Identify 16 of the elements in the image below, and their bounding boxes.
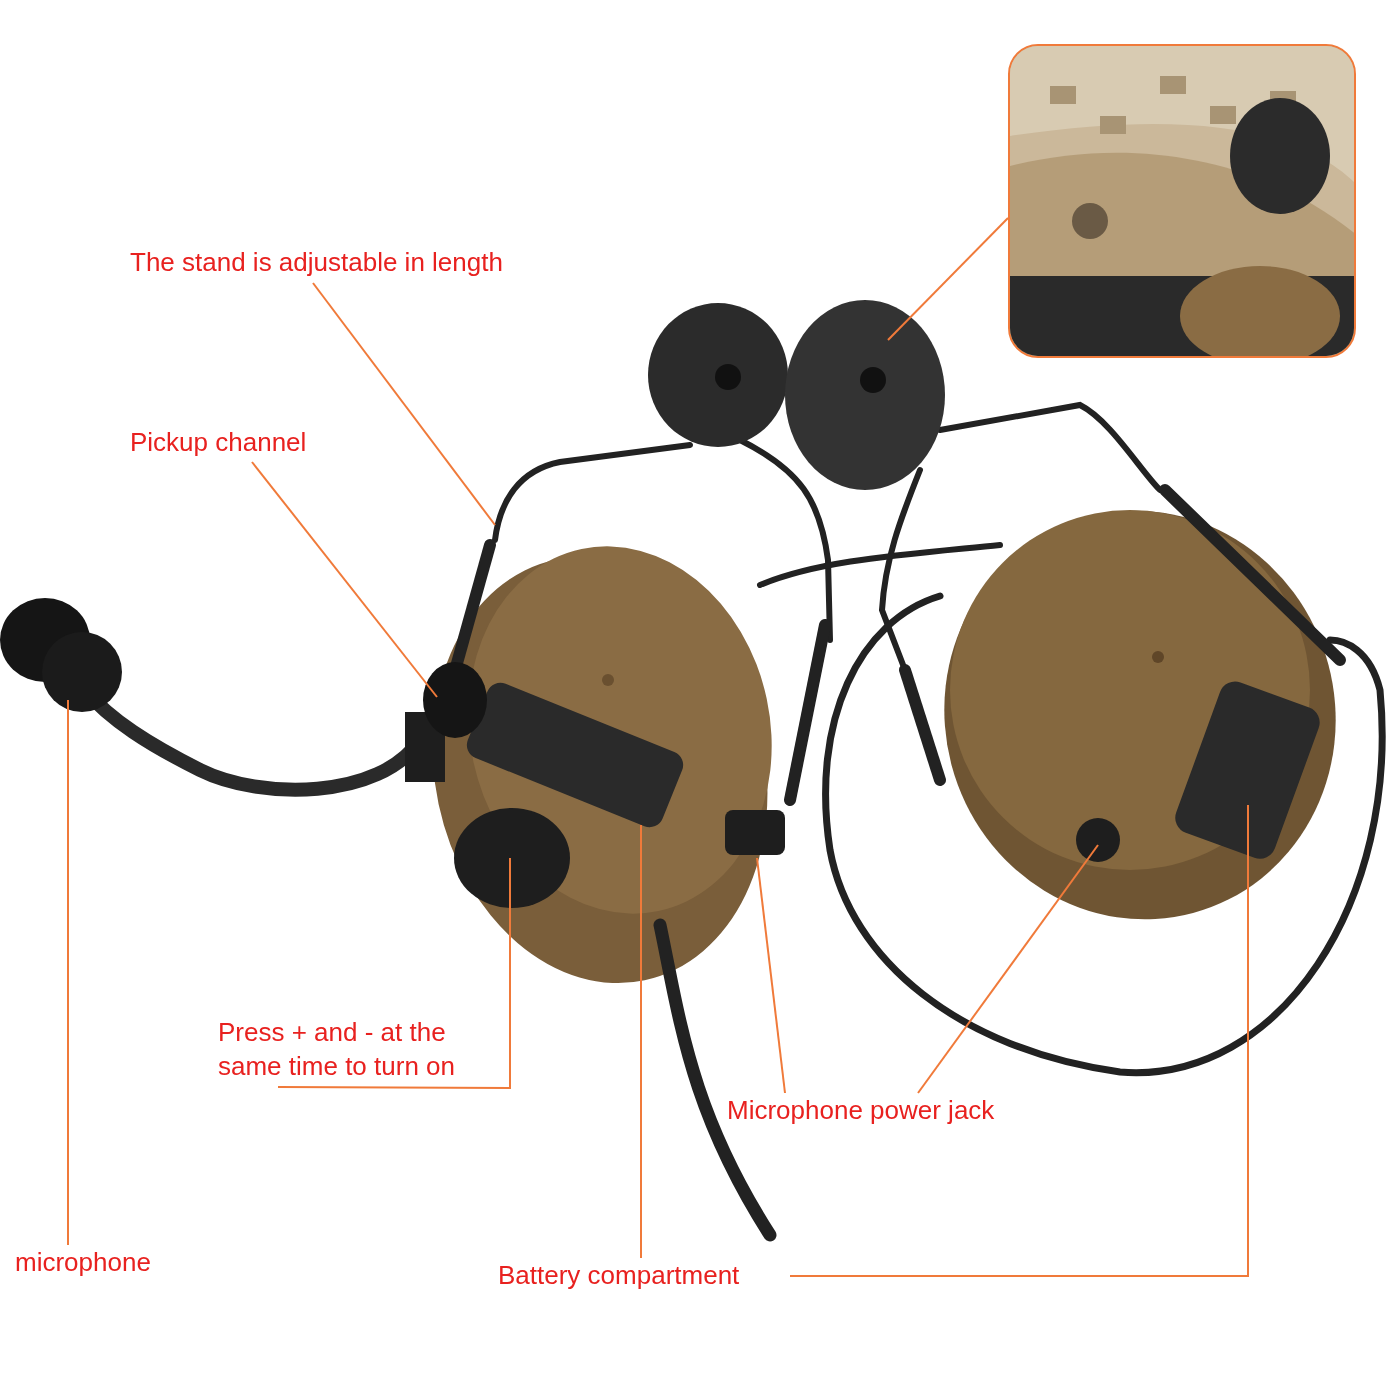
leader-line [887, 217, 1009, 341]
helmet-photo-placeholder [1008, 44, 1356, 358]
leader-line [251, 461, 438, 698]
leader-line [789, 804, 1249, 1277]
leader-line [277, 857, 511, 1089]
callout-label: The stand is adjustable in length [130, 245, 575, 279]
leader-line [640, 824, 642, 1259]
leader-line [67, 699, 69, 1246]
leader-line [917, 844, 1099, 1094]
leader-line [756, 857, 786, 1094]
callout-label: microphone [15, 1245, 180, 1279]
callout-label: Microphone power jack [727, 1093, 1045, 1127]
callout-label: Pickup channel [130, 425, 340, 459]
callout-label: Press + and - at the same time to turn on [218, 1015, 503, 1083]
leader-line [312, 282, 496, 526]
callout-label: Battery compartment [498, 1258, 790, 1292]
